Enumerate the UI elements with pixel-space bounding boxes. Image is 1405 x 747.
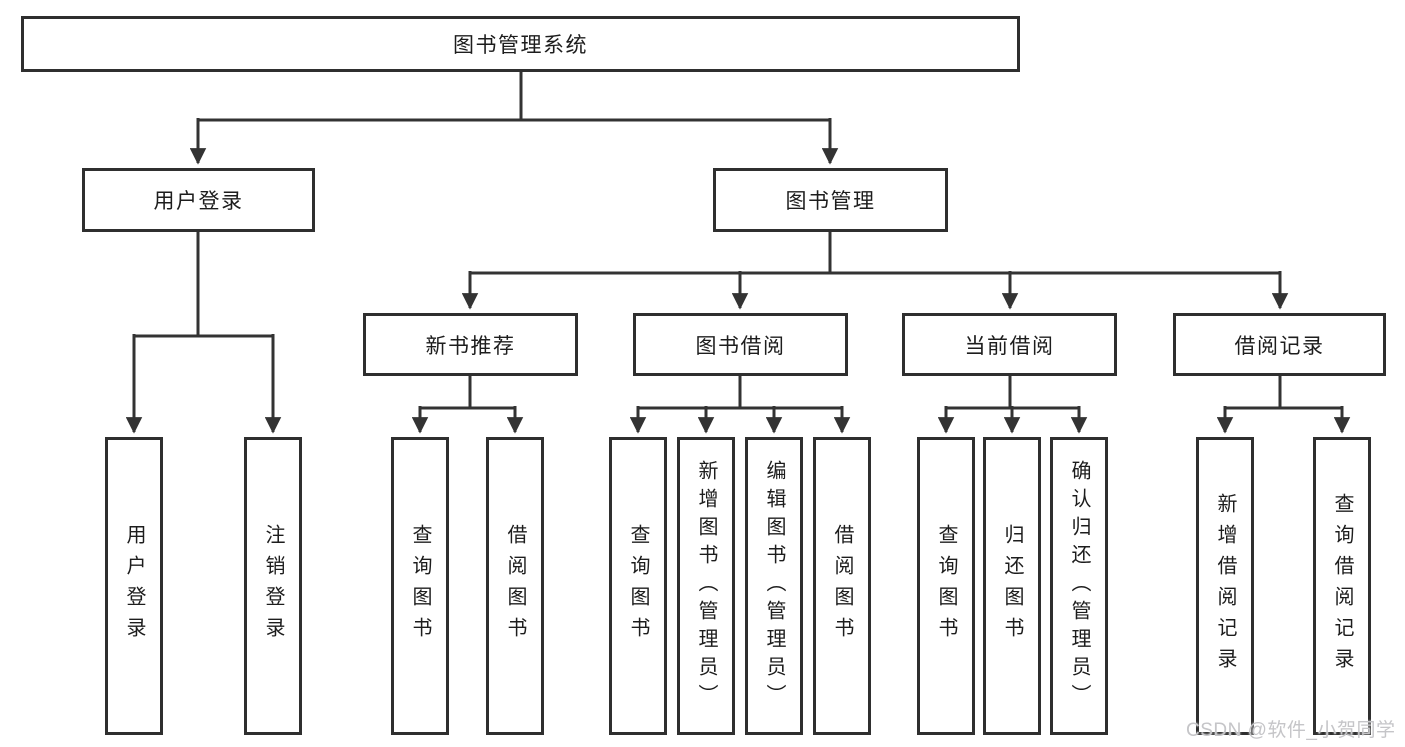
csdn-watermark: CSDN @软件_小贺同学	[1186, 720, 1396, 741]
node-borrow-records: 借阅记录	[1173, 313, 1386, 376]
leaf-newbook-borrow: 借阅图书	[486, 437, 544, 735]
leaf-query-borrow-record: 查询借阅记录	[1313, 437, 1371, 735]
leaf-borrow-query-label: 查询图书	[627, 524, 649, 648]
leaf-borrow-add-book-label: 新增图书（管理员）	[695, 460, 717, 712]
node-book-borrow: 图书借阅	[633, 313, 848, 376]
leaf-return-book: 归还图书	[983, 437, 1041, 735]
leaf-borrow-book-label: 借阅图书	[831, 524, 853, 648]
node-current-borrow: 当前借阅	[902, 313, 1117, 376]
node-book-management-label: 图书管理	[785, 190, 876, 213]
node-book-management: 图书管理	[713, 168, 948, 232]
leaf-borrow-edit-book: 编辑图书（管理员）	[745, 437, 803, 735]
node-current-borrow-label: 当前借阅	[964, 334, 1055, 358]
node-borrow-records-label: 借阅记录	[1234, 334, 1325, 358]
leaf-confirm-return-label: 确认归还（管理员）	[1068, 460, 1090, 712]
node-root: 图书管理系统	[21, 16, 1020, 72]
leaf-query-borrow-record-label: 查询借阅记录	[1331, 493, 1353, 679]
leaf-newbook-borrow-label: 借阅图书	[504, 524, 526, 648]
leaf-newbook-query: 查询图书	[391, 437, 449, 735]
leaf-borrow-edit-book-label: 编辑图书（管理员）	[763, 460, 785, 712]
node-new-book-recommend-label: 新书推荐	[425, 334, 516, 358]
leaf-confirm-return: 确认归还（管理员）	[1050, 437, 1108, 735]
leaf-user-login: 用户登录	[105, 437, 163, 735]
node-user-login-label: 用户登录	[153, 190, 244, 213]
node-new-book-recommend: 新书推荐	[363, 313, 578, 376]
leaf-borrow-book: 借阅图书	[813, 437, 871, 735]
leaf-logout-label: 注销登录	[262, 524, 284, 648]
leaf-current-query-label: 查询图书	[935, 524, 957, 648]
node-root-label: 图书管理系统	[453, 34, 588, 57]
leaf-borrow-add-book: 新增图书（管理员）	[677, 437, 735, 735]
node-user-login: 用户登录	[82, 168, 315, 232]
leaf-return-book-label: 归还图书	[1001, 524, 1023, 648]
node-book-borrow-label: 图书借阅	[695, 334, 786, 358]
leaf-add-borrow-record: 新增借阅记录	[1196, 437, 1254, 735]
leaf-current-query: 查询图书	[917, 437, 975, 735]
leaf-logout: 注销登录	[244, 437, 302, 735]
leaf-newbook-query-label: 查询图书	[409, 524, 431, 648]
leaf-add-borrow-record-label: 新增借阅记录	[1214, 493, 1236, 679]
leaf-user-login-label: 用户登录	[123, 524, 145, 648]
leaf-borrow-query: 查询图书	[609, 437, 667, 735]
